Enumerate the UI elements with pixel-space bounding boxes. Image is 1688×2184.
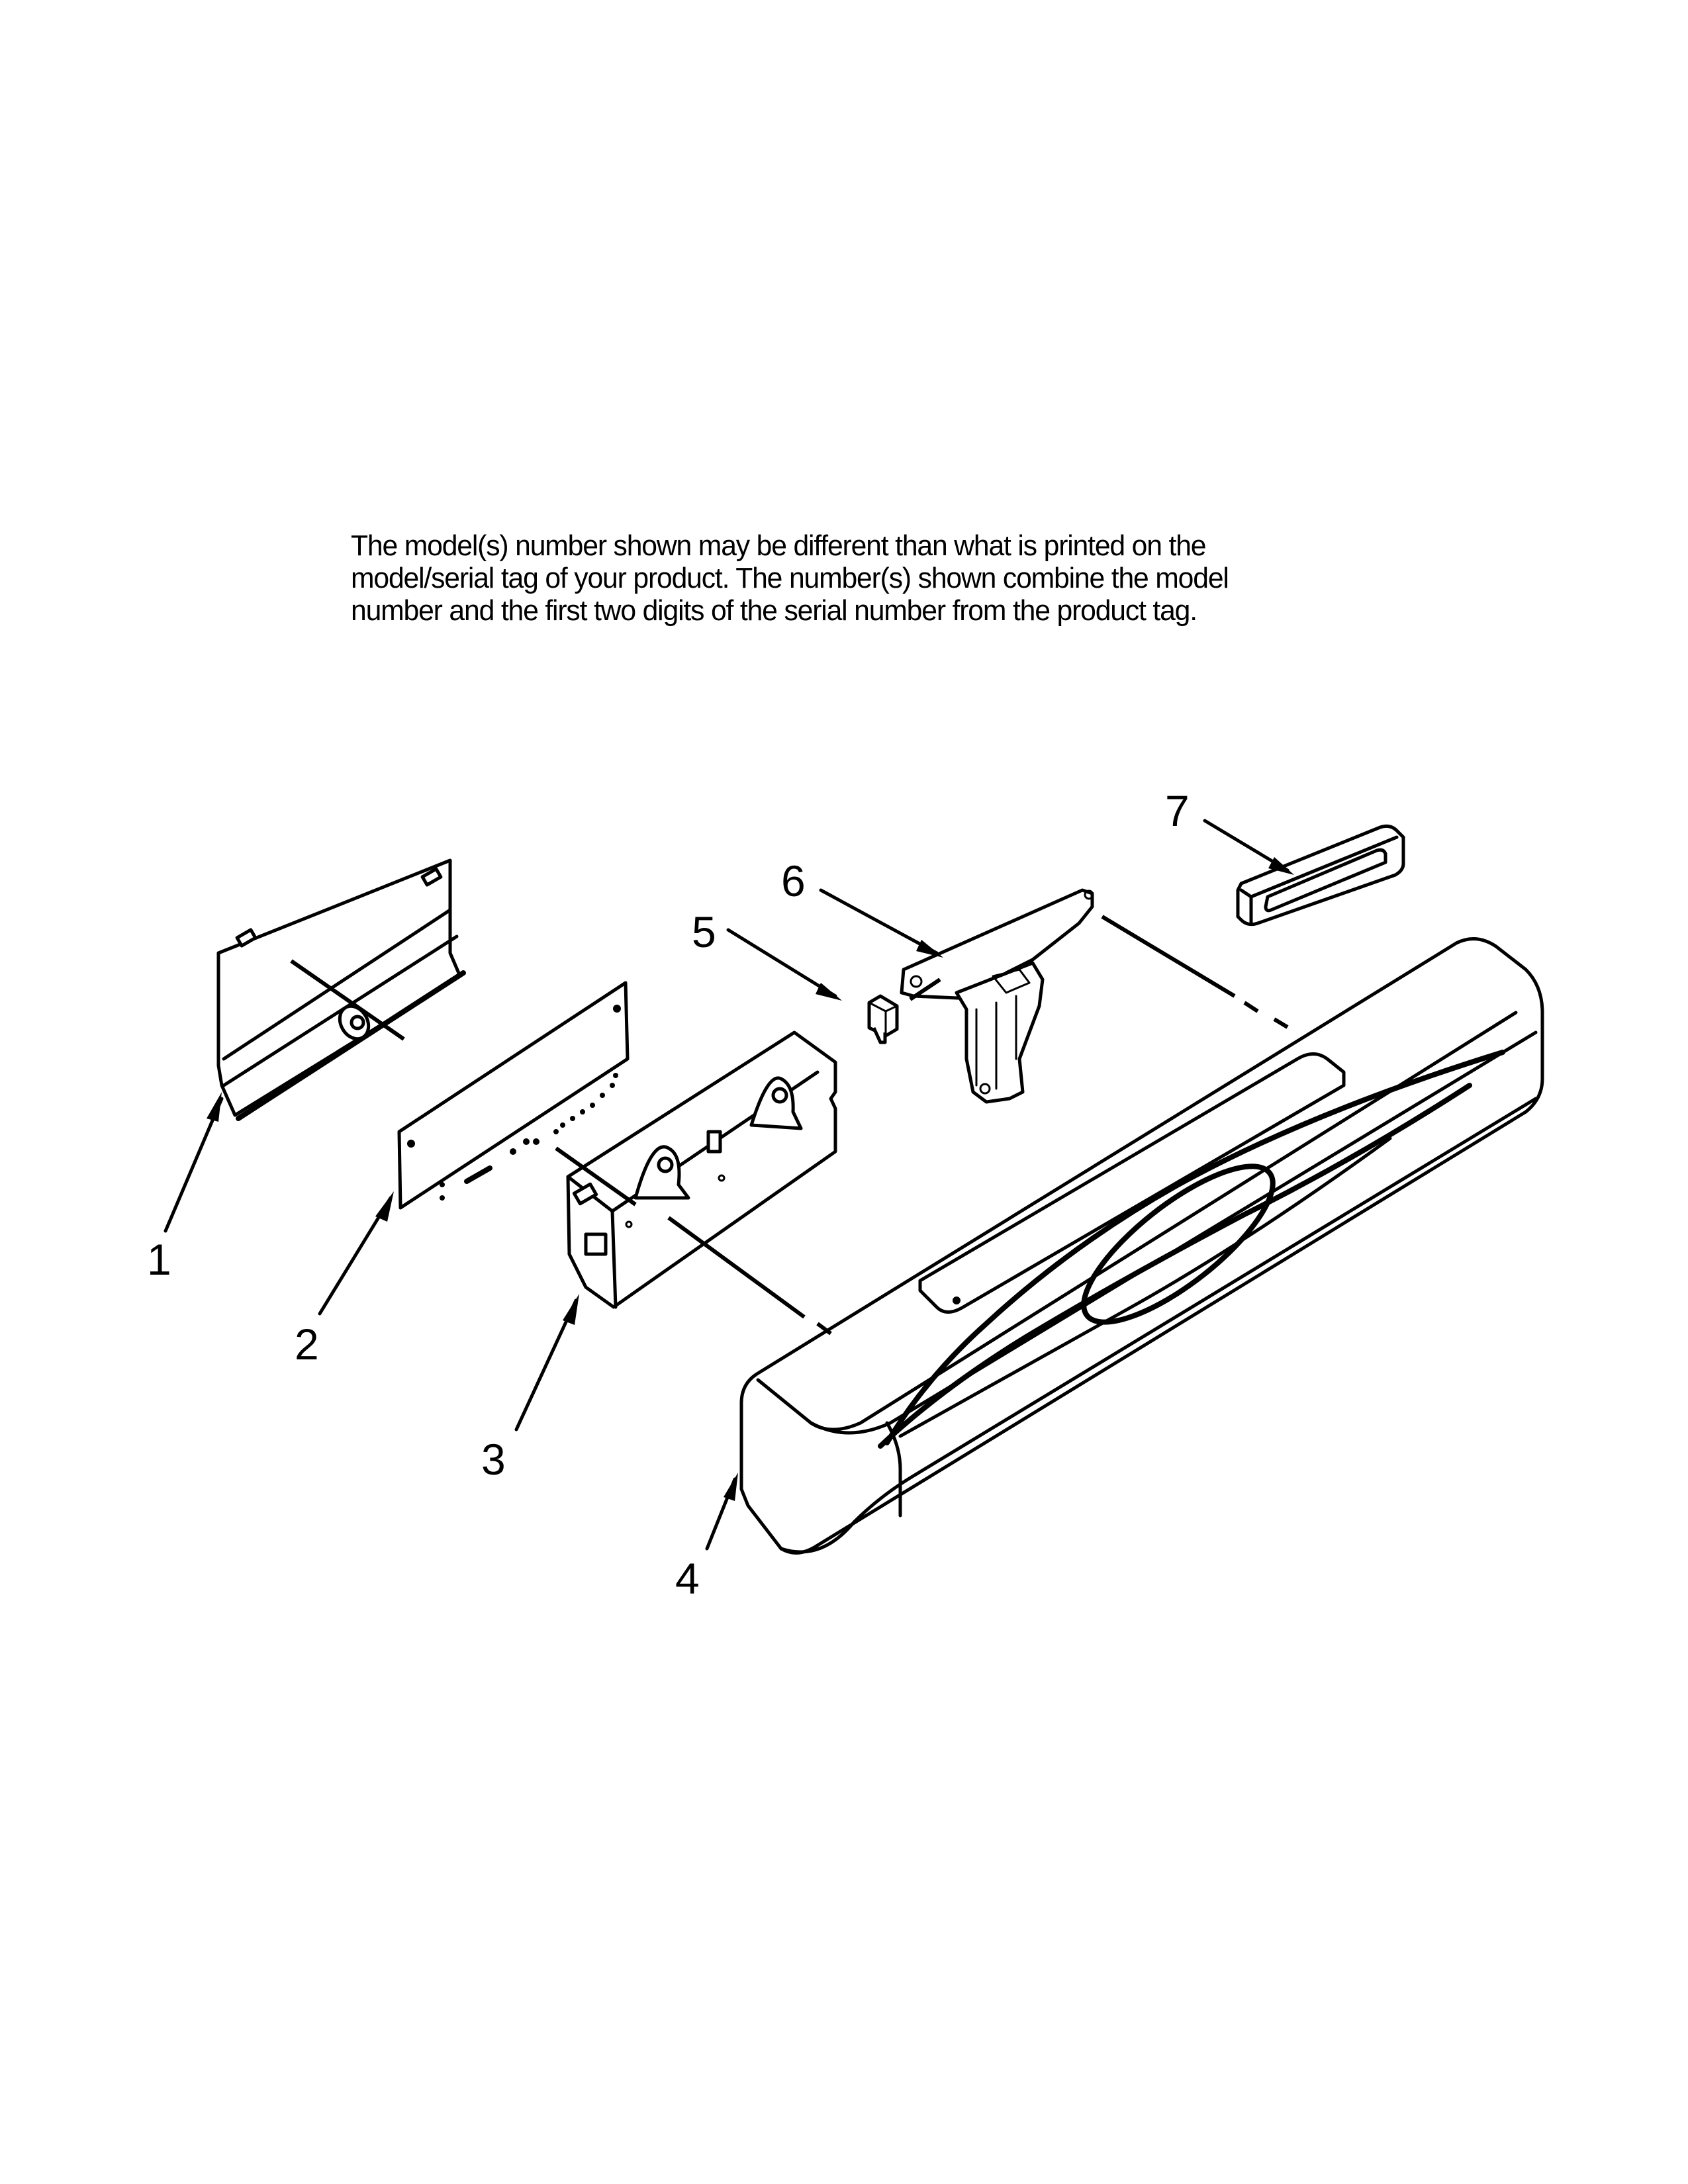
callout-label-4[interactable]: 4 <box>675 1554 700 1603</box>
part-6-door-latch[interactable] <box>900 888 1094 1104</box>
arrow-1 <box>164 1092 224 1233</box>
disclaimer-line-1: The model(s) number shown may be differe… <box>351 529 1207 562</box>
arrow-5 <box>726 928 842 1001</box>
part-4-console-panel[interactable] <box>739 937 1544 1555</box>
model-number-disclaimer: The model(s) number shown may be differe… <box>351 529 1352 627</box>
disclaimer-line-2: model/serial tag of your product. The nu… <box>351 562 1229 594</box>
arrow-7 <box>1203 819 1294 875</box>
callout-label-1[interactable]: 1 <box>147 1235 171 1284</box>
callout-label-6[interactable]: 6 <box>781 856 806 905</box>
part-1-control-cover[interactable] <box>216 858 466 1121</box>
disclaimer-line-3: number and the first two digits of the s… <box>351 594 1197 627</box>
assembly-leader-lines <box>290 915 1289 1336</box>
callout-label-3[interactable]: 3 <box>481 1435 506 1484</box>
callout-arrows <box>164 819 1294 1551</box>
part-7-latch-bezel[interactable] <box>1236 824 1405 927</box>
callout-label-7[interactable]: 7 <box>1165 786 1190 835</box>
callout-label-2[interactable]: 2 <box>295 1320 319 1369</box>
part-5-door-switch[interactable] <box>867 994 899 1044</box>
arrow-3 <box>514 1294 579 1432</box>
callout-label-5[interactable]: 5 <box>692 907 716 956</box>
arrow-6 <box>819 888 943 958</box>
arrow-2 <box>318 1191 394 1316</box>
part-3-control-box[interactable] <box>566 1030 837 1309</box>
part-2-circuit-board[interactable] <box>397 981 630 1210</box>
arrow-4 <box>705 1473 738 1551</box>
